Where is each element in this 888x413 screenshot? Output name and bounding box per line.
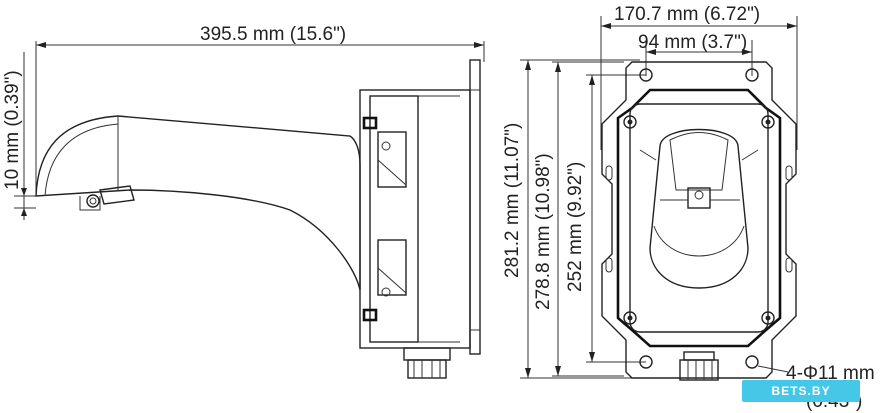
back-plate [601, 61, 797, 379]
side-view: 395.5 mm (15.6") 10 mm (0.39") [2, 24, 485, 379]
mount-hole-top-left [639, 68, 653, 82]
inner-box [616, 88, 782, 348]
mount-hole-bottom-left [639, 355, 653, 369]
outer-width-dimension: 170.7 mm (6.72") [600, 4, 798, 150]
width-dimension: 395.5 mm (15.6") [35, 24, 485, 196]
plate-height-dimension: 278.8 mm (10.98") [533, 61, 624, 377]
mount-hole-top-right [745, 68, 759, 82]
outer-height-label: 281.2 mm (11.07") [502, 123, 523, 278]
width-label: 395.5 mm (15.6") [200, 24, 346, 45]
front-view: 170.7 mm (6.72") 94 mm (3.7") 281.2 mm (… [502, 4, 875, 412]
outer-width-label: 170.7 mm (6.72") [614, 4, 760, 25]
hole-spacing-dimension: 94 mm (3.7") [638, 32, 753, 76]
hole-spec-label: 4-Φ11 mm [786, 363, 875, 384]
junction-box [359, 59, 481, 379]
plate-height-label: 278.8 mm (10.98") [533, 153, 554, 310]
hole-height-label: 252 mm (9.92") [565, 162, 586, 292]
watermark-logo: BETS.BY [742, 380, 860, 402]
offset-label: 10 mm (0.39") [2, 70, 23, 190]
offset-dimension: 10 mm (0.39") [2, 52, 36, 220]
hole-height-dimension: 252 mm (9.92") [565, 74, 646, 363]
center-bracket [639, 128, 759, 289]
front-cable-gland [679, 351, 719, 381]
outer-height-dimension: 281.2 mm (11.07") [502, 59, 640, 379]
bracket-arm [35, 115, 361, 291]
hole-spacing-label: 94 mm (3.7") [638, 32, 747, 53]
mount-hole-bottom-right [745, 355, 759, 369]
